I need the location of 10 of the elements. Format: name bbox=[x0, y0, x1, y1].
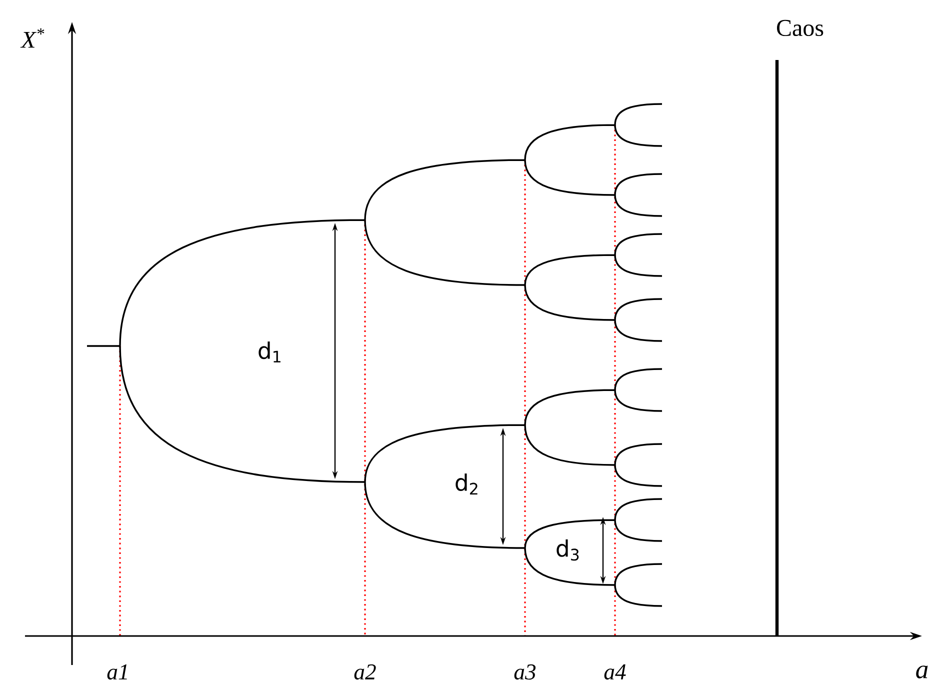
tick-label: a1 bbox=[107, 664, 127, 680]
tick-label: a2 bbox=[354, 664, 376, 680]
dimension-label: d$_{1}$ bbox=[258, 342, 280, 362]
dimension-label: d$_{2}$ bbox=[456, 473, 478, 495]
region-label: Caos bbox=[777, 20, 824, 36]
tick-label: a3 bbox=[514, 664, 536, 680]
axis-label: X$^{*}$ bbox=[20, 28, 44, 48]
dimension-label: d$_{3}$ bbox=[556, 539, 579, 561]
axis-label: a bbox=[916, 666, 928, 678]
tick-label: a4 bbox=[604, 664, 626, 680]
